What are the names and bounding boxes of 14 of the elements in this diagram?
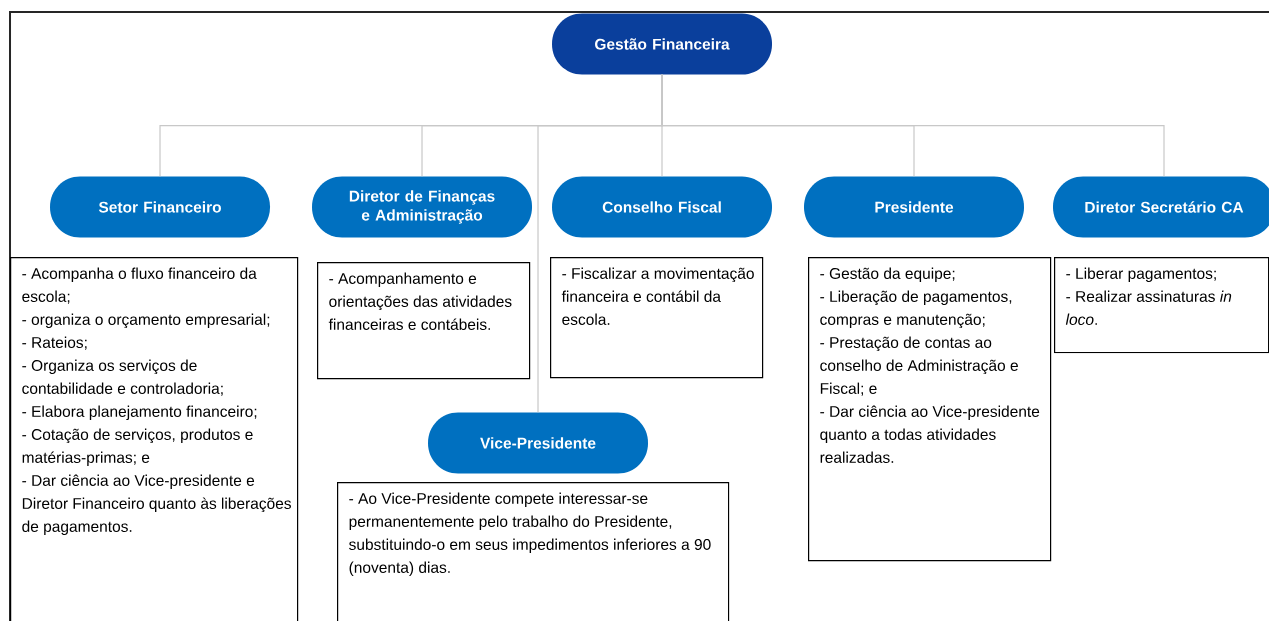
description-box: - Acompanha o fluxo financeiro da escola; - organiza o orçamento empresarial; - Rateios; - Organiza os serviços de contabilidade e controladoria; - Elabora planejamento financeiro; - Cotação de serviços, produtos e matérias-primas; e - Dar ciência ao Vice-presidente e Diretor Financeiro quanto às liberações de pagamentos.: [10, 257, 299, 621]
role-pill: Vice-Presidente: [428, 412, 648, 474]
role-pill: Setor Financeiro: [50, 176, 270, 238]
role-pill: Presidente: [804, 176, 1024, 238]
role-pill: Diretor Secretário CA: [1053, 176, 1269, 238]
role-pill: Gestão Financeira: [552, 13, 772, 75]
role-pill: Conselho Fiscal: [552, 176, 772, 238]
description-box: - Acompanhamento e orientações das atividades financeiras e contábeis.: [317, 262, 531, 380]
description-box: - Fiscalizar a movimentação financeira e contábil da escola.: [550, 257, 764, 379]
description-box: - Liberar pagamentos; - Realizar assinaturas in loco.: [1054, 257, 1269, 354]
role-pill: Diretor de Finanças e Administração: [312, 176, 532, 238]
connector-line: [537, 74, 663, 413]
description-box: - Ao Vice-Presidente compete interessar-se permanentemente pelo trabalho do Presidente, substituindo-o em seus impedimentos inferiores a 90 (noventa) dias.: [337, 482, 730, 621]
description-box: - Gestão da equipe; - Liberação de pagamentos, compras e manutenção; - Prestação de contas ao conselho de Administração e Fiscal; e - Dar ciência ao Vice-presidente quanto a todas atividades realizadas.: [808, 257, 1052, 562]
